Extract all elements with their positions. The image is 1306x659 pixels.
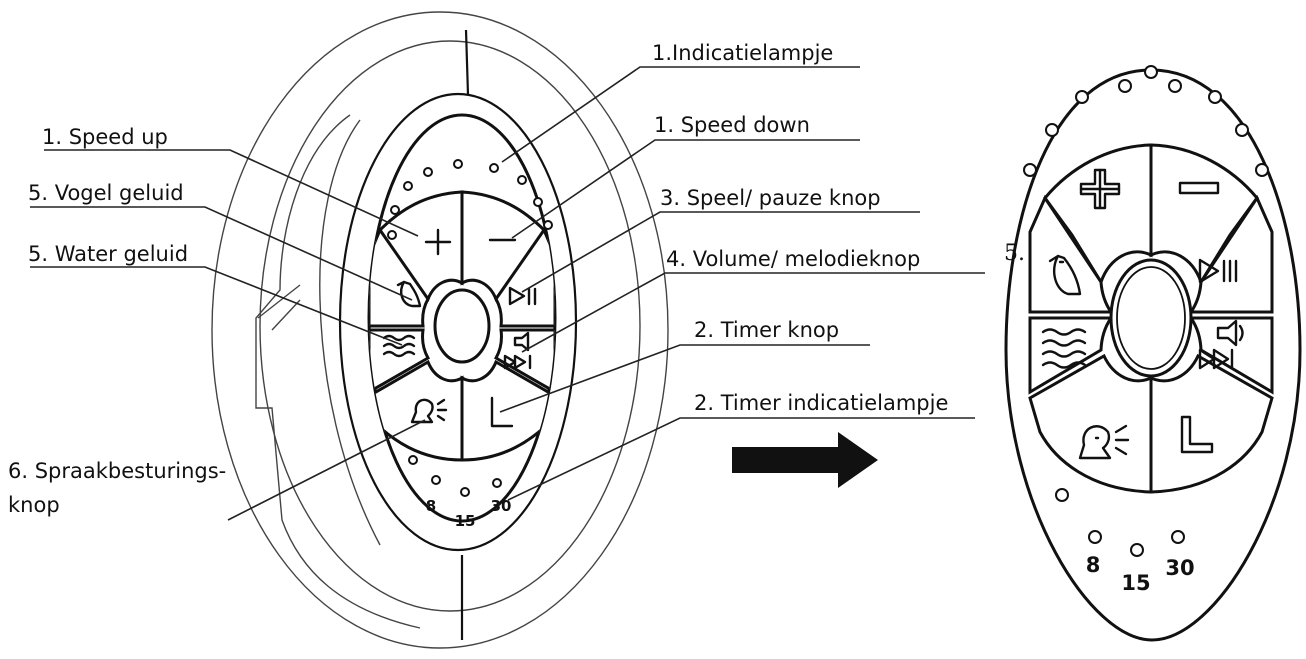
label-timer-button: 2. Timer knop (694, 318, 839, 342)
play-pause-icon-large (1198, 258, 1238, 284)
plus-icon-large (1079, 168, 1121, 210)
timer-l-icon (490, 396, 514, 428)
label-speed-up: 1. Speed up (42, 125, 168, 149)
bird-icon (396, 280, 422, 308)
center-oval-left (433, 288, 491, 364)
timer-15-label-right: 15 (1121, 571, 1150, 595)
label-bird-sound: 5. Vogel geluid (28, 181, 184, 205)
label-indicator-light: 1.Indicatielampje (652, 41, 833, 65)
leader-lines (30, 66, 985, 521)
voice-control-icon (410, 398, 448, 424)
closeup-face-plate (1004, 68, 1302, 642)
top-seam (464, 29, 470, 96)
side-clip (255, 114, 421, 629)
label-voice-control-line1: 6. Spraakbesturings- (8, 459, 226, 483)
minus-icon-large (1178, 181, 1220, 195)
play-pause-icon (508, 286, 537, 306)
water-wave-icon (382, 334, 416, 358)
button-ring-left (369, 190, 555, 462)
label-voice-control-line2: knop (8, 493, 60, 517)
callout-labels: 1.Indicatielampje 1. Speed up 1. Speed d… (8, 41, 948, 517)
voice-control-icon-large (1078, 424, 1130, 460)
label-play-pause: 3. Speel/ pauze knop (660, 186, 881, 210)
water-wave-icon-large (1041, 328, 1087, 369)
bird-icon-large (1048, 254, 1082, 296)
label-volume-melody: 4. Volume/ melodieknop (666, 247, 920, 271)
side-inner-curve (319, 119, 381, 546)
timer-15-label-left: 15 (455, 512, 476, 530)
center-oval-inner-right (1116, 266, 1186, 370)
device-outer-shell (211, 11, 669, 649)
side-clip-detail (257, 284, 301, 331)
timer-8-label-left: 8 (426, 497, 436, 515)
timer-8-label-right: 8 (1086, 553, 1101, 577)
volume-skip-icon (503, 331, 532, 370)
timer-30-label-left: 30 (491, 497, 512, 515)
device-mid-shell (259, 40, 641, 612)
volume-skip-icon-large (1198, 319, 1244, 370)
indicator-leds-left (387, 159, 553, 497)
timer-30-label-right: 30 (1165, 556, 1194, 580)
label-speed-down: 1. Speed down (654, 113, 810, 137)
center-oval-right (1109, 258, 1193, 378)
label-water-sound: 5. Water geluid (28, 242, 188, 266)
device-left: 8 15 30 (211, 11, 669, 649)
label-timer-indicator: 2. Timer indicatielampje (694, 391, 948, 415)
arrow-right-icon (732, 432, 878, 488)
plus-icon (424, 228, 452, 256)
timer-l-icon-large (1180, 415, 1214, 454)
closeup-marker-label: 5. (1004, 241, 1025, 266)
device-right-closeup: 8 15 30 5. (1004, 65, 1302, 642)
indicator-leds-right (1023, 65, 1269, 557)
